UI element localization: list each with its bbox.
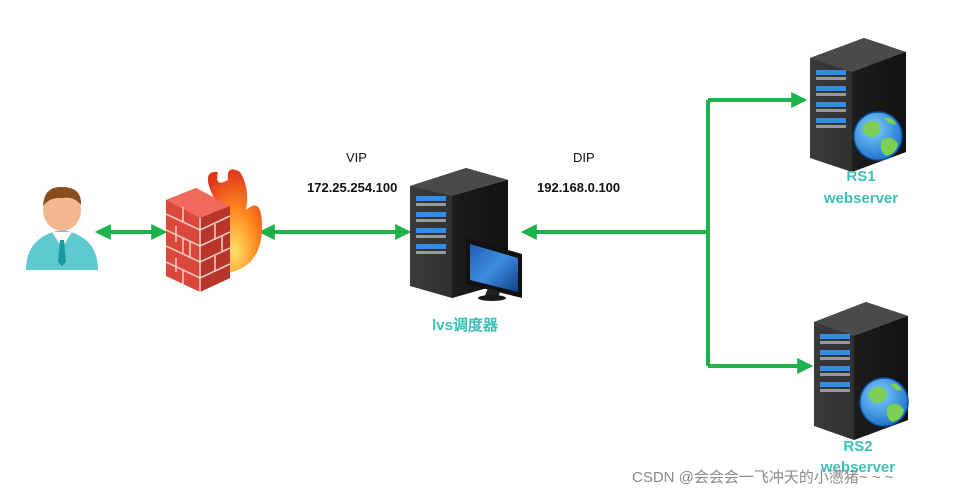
rs1-role: webserver bbox=[823, 190, 899, 207]
watermark: CSDN @会会会一飞冲天的小懑猪~ ~ ~ bbox=[632, 469, 894, 486]
firewall-icon bbox=[165, 169, 262, 292]
vip-label: VIP bbox=[346, 150, 367, 165]
monitor-icon bbox=[466, 238, 522, 301]
arrows bbox=[94, 92, 814, 374]
globe-icon bbox=[853, 111, 903, 161]
dip-address: 192.168.0.100 bbox=[537, 180, 621, 195]
vip-address: 172.25.254.100 bbox=[307, 180, 398, 195]
rs2-role: webserver bbox=[820, 459, 896, 476]
dip-label: DIP bbox=[573, 150, 595, 165]
lvs-label: lvs调度器 bbox=[432, 317, 498, 334]
rs2-name: RS2 bbox=[843, 438, 873, 455]
rs1-name: RS1 bbox=[846, 168, 876, 185]
user-icon bbox=[26, 186, 98, 270]
globe-icon bbox=[859, 377, 909, 427]
